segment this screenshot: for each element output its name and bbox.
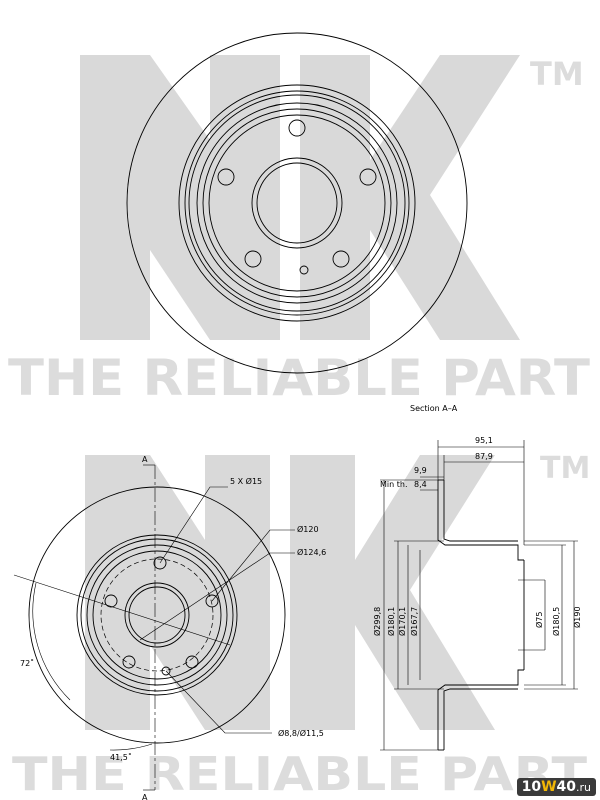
- nk-logo-watermark-bottom: TM THE RELIABLE PART: [12, 451, 590, 800]
- bolt-hole: [244, 250, 262, 268]
- disc-top-view: [126, 32, 468, 374]
- hat-height-label: 87,9: [475, 452, 493, 461]
- locator-hole: [161, 666, 171, 676]
- section-marker-bottom: A: [142, 793, 148, 800]
- height-label: 95,1: [475, 436, 493, 445]
- site-badge[interactable]: 10W40.ru: [516, 778, 596, 796]
- site-badge-right: 40: [556, 779, 576, 795]
- bolt-hole: [359, 168, 377, 186]
- bolt-hole: [122, 655, 136, 669]
- bolt-hole: [104, 594, 118, 608]
- disc-section-view: 95,1 87,9 9,9 Min th. 8,4 Ø299,8 Ø180,1 …: [372, 436, 582, 751]
- center-bore: [124, 582, 190, 648]
- min-thickness-caption: Min th.: [380, 480, 408, 489]
- locator-hole: [299, 265, 309, 275]
- offset-angle-label: 41,5˚: [110, 752, 132, 762]
- trademark-mark-top: TM: [530, 55, 584, 93]
- center-bore-label: Ø75: [534, 612, 544, 628]
- disc-front-view: A A 5 X Ø15 Ø120 Ø124,6 72˚ Ø8,8/Ø11,5 4…: [13, 455, 326, 800]
- site-badge-left: 10: [521, 779, 542, 795]
- thickness-label: 9,9: [414, 466, 427, 475]
- bolt-hole: [185, 655, 199, 669]
- angle-label: 72˚: [20, 658, 34, 668]
- min-thickness-label: 8,4: [414, 480, 427, 489]
- site-badge-accent: W: [541, 779, 557, 795]
- bolt-hole: [332, 250, 350, 268]
- dia-170-1-label: Ø170,1: [397, 607, 407, 636]
- section-label: Section A–A: [410, 404, 458, 413]
- bolt-hole: [288, 119, 306, 137]
- centering-dia-label: Ø124,6: [297, 547, 326, 557]
- bolt-hole: [217, 168, 235, 186]
- outer-dia-label: Ø299,8: [372, 607, 382, 636]
- dia-180-5-label: Ø180,5: [551, 607, 561, 636]
- holes-label: 5 X Ø15: [230, 476, 262, 486]
- section-marker-top: A: [142, 455, 148, 464]
- bolt-hole: [153, 556, 167, 570]
- center-bore: [251, 157, 343, 249]
- pitch-circle: [100, 558, 214, 672]
- slogan-watermark-bottom: THE RELIABLE PART: [12, 747, 588, 800]
- site-badge-suffix: .ru: [576, 781, 591, 794]
- pcd-label: Ø120: [297, 524, 319, 534]
- bolt-label: Ø8,8/Ø11,5: [278, 728, 324, 738]
- slogan-watermark-top: THE RELIABLE PART: [8, 349, 590, 407]
- nk-logo-watermark-top: TM THE RELIABLE PART: [8, 55, 590, 407]
- disc-outer-edge: [126, 32, 468, 374]
- dia-167-7-label: Ø167,7: [409, 607, 419, 636]
- disc-outer-edge: [28, 486, 286, 744]
- dia-190-label: Ø190: [572, 606, 582, 628]
- bolt-hole: [205, 594, 219, 608]
- dia-180-1-label: Ø180,1: [386, 607, 396, 636]
- trademark-mark-bottom: TM: [540, 451, 590, 486]
